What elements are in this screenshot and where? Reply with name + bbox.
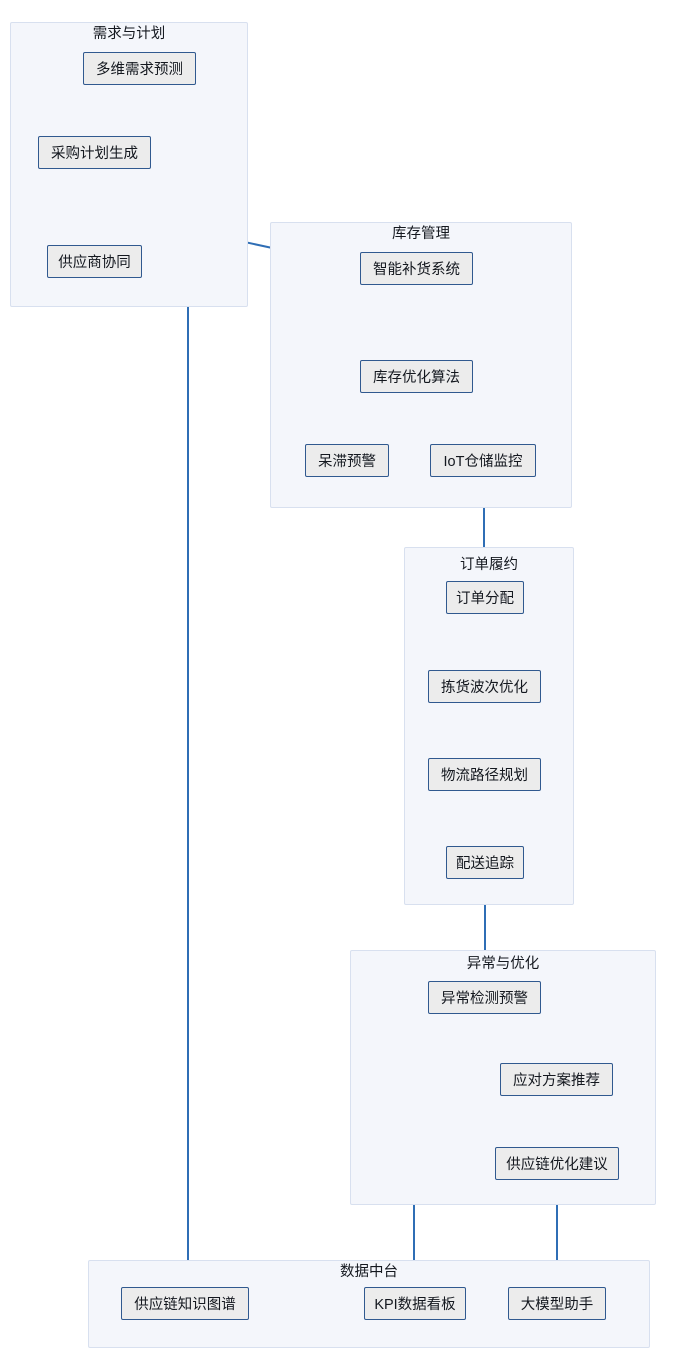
node-n_delivery[interactable]: 配送追踪 [446, 846, 524, 879]
node-n_forecast[interactable]: 多维需求预测 [83, 52, 196, 85]
node-n_kg[interactable]: 供应链知识图谱 [121, 1287, 249, 1320]
node-n_kpi[interactable]: KPI数据看板 [364, 1287, 466, 1320]
node-n_purchase[interactable]: 采购计划生成 [38, 136, 151, 169]
node-n_replenish[interactable]: 智能补货系统 [360, 252, 473, 285]
node-n_llm[interactable]: 大模型助手 [508, 1287, 606, 1320]
node-n_anomaly[interactable]: 异常检测预警 [428, 981, 541, 1014]
cluster-label-inventory: 库存管理 [392, 226, 450, 242]
node-n_orderalloc[interactable]: 订单分配 [446, 581, 524, 614]
node-n_response[interactable]: 应对方案推荐 [500, 1063, 613, 1096]
node-n_supplier[interactable]: 供应商协同 [47, 245, 142, 278]
cluster-label-demand_plan: 需求与计划 [92, 26, 166, 42]
node-n_iot[interactable]: IoT仓储监控 [430, 444, 536, 477]
node-n_route[interactable]: 物流路径规划 [428, 758, 541, 791]
node-n_picking[interactable]: 拣货波次优化 [428, 670, 541, 703]
node-n_deadstock[interactable]: 呆滞预警 [305, 444, 389, 477]
cluster-label-exception_opt: 异常与优化 [466, 956, 540, 972]
cluster-label-order_fulfill: 订单履约 [460, 557, 518, 573]
node-n_invopt[interactable]: 库存优化算法 [360, 360, 473, 393]
node-n_scadvice[interactable]: 供应链优化建议 [495, 1147, 619, 1180]
cluster-label-data_platform: 数据中台 [340, 1264, 398, 1280]
